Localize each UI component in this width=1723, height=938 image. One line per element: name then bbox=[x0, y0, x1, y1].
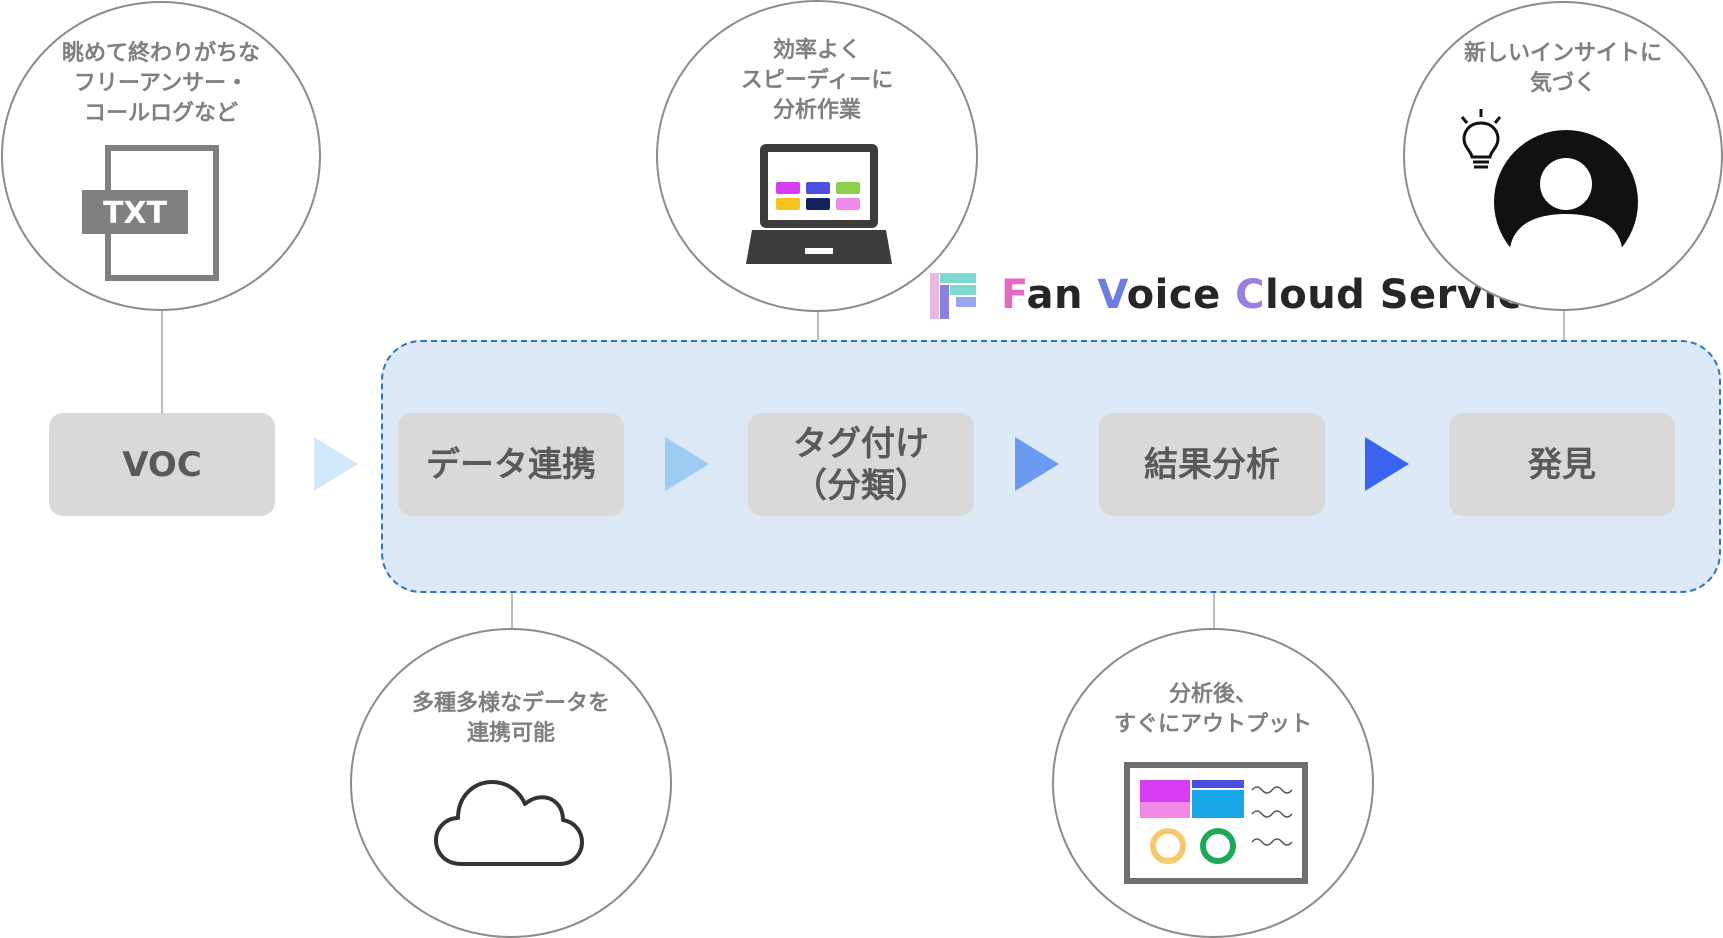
txt-file-icon: TXT bbox=[82, 145, 219, 281]
person-icon bbox=[1494, 130, 1638, 248]
laptop-icon bbox=[746, 144, 892, 264]
step-data-integration: データ連携 bbox=[398, 413, 624, 516]
circle-discovery-text: 新しいインサイトに 気づく bbox=[1463, 41, 1662, 96]
step-voc: VOC bbox=[49, 413, 275, 516]
flow-arrow-2 bbox=[665, 437, 709, 491]
circle-voc: 眺めて終わりがちな フリーアンサー・ コールログなど TXT bbox=[1, 1, 321, 311]
step-discovery: 発見 bbox=[1449, 413, 1675, 516]
brand-logo-icon bbox=[930, 273, 976, 319]
circle-voc-text: 眺めて終わりがちな フリーアンサー・ コールログなど bbox=[61, 41, 260, 126]
circle-integration-text: 多種多様なデータを 連携可能 bbox=[411, 691, 610, 746]
lightbulb-icon bbox=[1460, 109, 1502, 169]
step-tagging: タグ付け （分類） bbox=[748, 413, 974, 516]
circle-integration: 多種多様なデータを 連携可能 bbox=[350, 628, 672, 938]
connector-voc bbox=[161, 310, 163, 414]
flow-arrow-3 bbox=[1015, 437, 1059, 491]
dashboard-icon bbox=[1124, 762, 1308, 884]
flow-arrow-4 bbox=[1365, 437, 1409, 491]
flow-arrow-1 bbox=[314, 437, 358, 491]
cloud-icon bbox=[434, 780, 584, 866]
txt-file-label: TXT bbox=[103, 196, 168, 231]
circle-tagging-text: 効率よく スピーディーに 分析作業 bbox=[740, 38, 894, 123]
step-result-analysis: 結果分析 bbox=[1099, 413, 1325, 516]
circle-discovery: 新しいインサイトに 気づく bbox=[1403, 1, 1723, 311]
circle-tagging: 効率よく スピーディーに 分析作業 bbox=[656, 0, 978, 312]
circle-analysis-text: 分析後、 すぐにアウトプット bbox=[1113, 682, 1312, 737]
circle-analysis: 分析後、 すぐにアウトプット bbox=[1052, 628, 1374, 938]
